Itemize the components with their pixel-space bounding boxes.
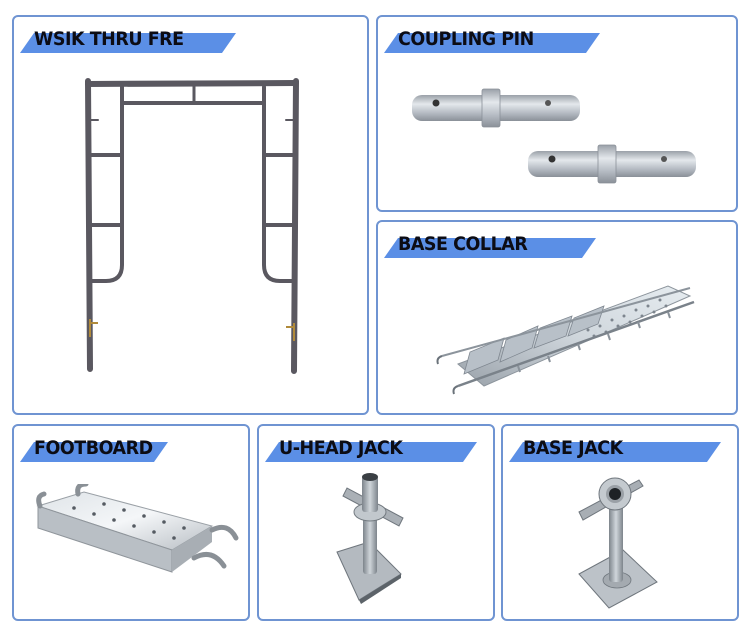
title-banner	[384, 33, 600, 53]
product-card-footboard[interactable]: FOOTBOARD	[12, 424, 250, 621]
product-card-base-jack[interactable]: BASE JACK	[501, 424, 739, 621]
walk-thru-frame-image	[74, 75, 304, 385]
footboard-image	[24, 484, 244, 604]
product-title: FOOTBOARD	[34, 437, 153, 459]
title-banner	[20, 33, 236, 53]
product-card-u-head-jack[interactable]: U-HEAD JACK	[257, 424, 495, 621]
product-title: BASE COLLAR	[398, 233, 528, 255]
product-title: WSIK THRU FRE	[34, 28, 184, 50]
product-title: COUPLING PIN	[398, 28, 534, 50]
product-card-base-collar[interactable]: BASE COLLAR	[376, 220, 738, 415]
title-banner	[20, 442, 168, 462]
product-title: BASE JACK	[523, 437, 623, 459]
base-jack-image	[565, 470, 675, 615]
title-banner	[509, 442, 721, 462]
product-card-walk-thru-frame[interactable]: WSIK THRU FRE	[12, 15, 369, 415]
title-banner	[384, 238, 596, 258]
u-head-jack-image	[323, 472, 433, 612]
product-title: U-HEAD JACK	[279, 437, 403, 459]
base-collar-image	[428, 274, 718, 404]
product-card-coupling-pin[interactable]: COUPLING PIN	[376, 15, 738, 212]
coupling-pin-image	[408, 87, 708, 197]
title-banner	[265, 442, 477, 462]
